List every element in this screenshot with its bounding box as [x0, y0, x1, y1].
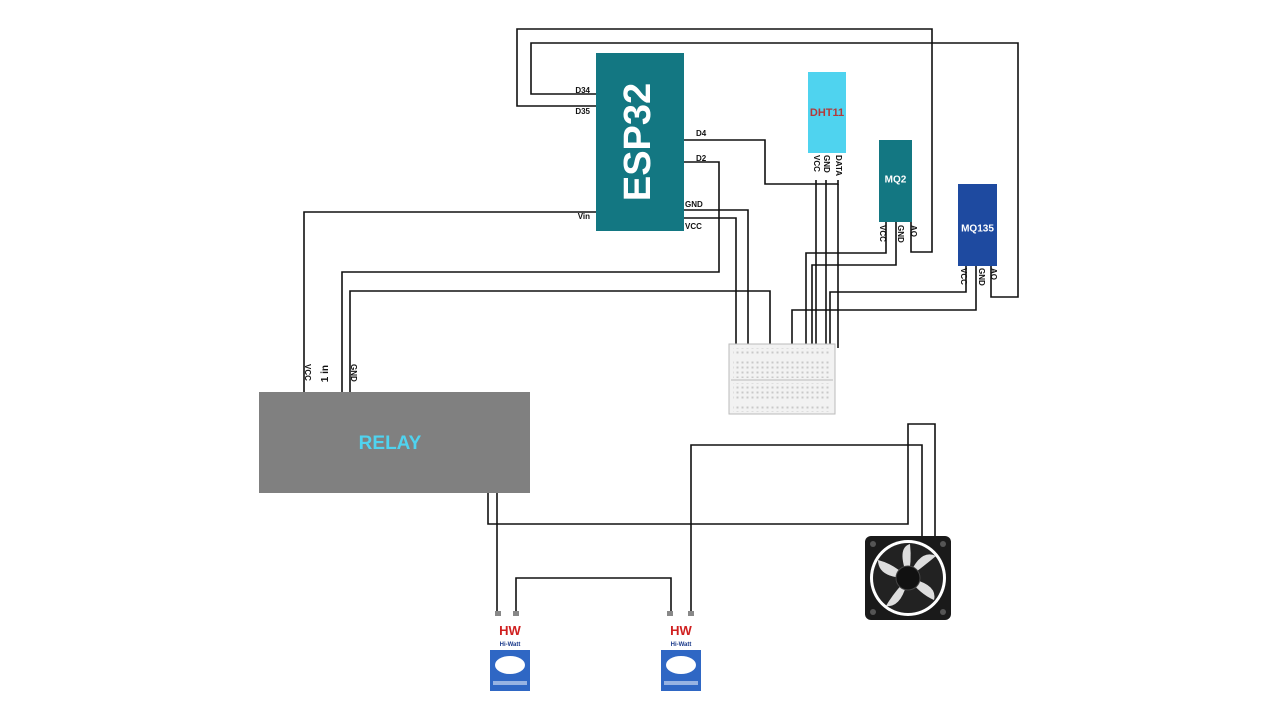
- battery-2-logo: HW: [670, 623, 692, 638]
- mq2-board: [879, 140, 912, 222]
- wire-mq2-vcc: [805, 222, 887, 348]
- relay-module: RELAY VCC 1 in GND: [259, 364, 530, 493]
- esp32-module: ESP32 D34 D35 Vin D4 D2 GND VCC: [575, 53, 707, 231]
- pin-d4-label: D4: [696, 129, 707, 138]
- dht11-pin-gnd: GND: [822, 155, 831, 173]
- battery-2: HW Hi-Watt: [661, 611, 701, 691]
- dht11-pin-vcc: VCC: [812, 155, 821, 172]
- wire-mq135-vcc: [829, 266, 967, 348]
- dht11-sensor: DHT11 VCC GND DATA: [808, 72, 846, 176]
- pin-d34-label: D34: [575, 86, 590, 95]
- mq135-pin-gnd: GND: [977, 268, 986, 286]
- dht11-pin-data: DATA: [834, 155, 843, 176]
- fan-icon: [865, 536, 951, 620]
- mq135-label: MQ135: [961, 224, 994, 235]
- pin-d35-label: D35: [575, 107, 590, 116]
- dht11-label: DHT11: [810, 107, 844, 119]
- wire-esp-gnd: [684, 209, 749, 348]
- relay-label: RELAY: [359, 433, 422, 454]
- dht11-board: [808, 72, 846, 153]
- wire-d4: [684, 139, 839, 185]
- pin-gnd-label: GND: [685, 200, 703, 209]
- mq135-pin-vcc: VCC: [959, 268, 968, 285]
- wire-battery2-fan: [690, 444, 923, 615]
- wire-d2-relay-in: [341, 161, 720, 392]
- pin-d2-label: D2: [696, 154, 707, 163]
- relay-board: [259, 392, 530, 493]
- esp32-label: ESP32: [617, 83, 659, 201]
- mq135-board: [958, 184, 997, 266]
- battery-1-brand: Hi-Watt: [500, 642, 521, 648]
- pin-vcc-label: VCC: [685, 222, 702, 231]
- mq2-pin-ao: AO: [909, 225, 918, 237]
- wire-relay-gnd: [349, 290, 771, 392]
- battery-2-brand: Hi-Watt: [671, 642, 692, 648]
- wire-d34-mq2-ao: [530, 42, 1019, 298]
- wire-d35-mq135-ao: [516, 28, 933, 253]
- relay-pin-in: 1 in: [320, 365, 331, 382]
- wire-vin-relay-vcc: [303, 211, 596, 392]
- esp32-board: [596, 53, 684, 231]
- pin-vin-label: Vin: [578, 212, 590, 221]
- battery-1-logo: HW: [499, 623, 521, 638]
- wire-mq2-gnd: [811, 222, 897, 348]
- wires: [303, 28, 1019, 615]
- wire-relay-common-fan: [487, 423, 936, 540]
- relay-pin-vcc: VCC: [303, 364, 312, 381]
- wire-mq135-gnd: [791, 266, 977, 348]
- mq2-pin-vcc: VCC: [878, 225, 887, 242]
- mq2-sensor: MQ2 VCC GND AO: [878, 140, 918, 243]
- mq2-label: MQ2: [885, 175, 907, 186]
- breadboard-icon: [728, 343, 836, 415]
- mq2-pin-gnd: GND: [896, 225, 905, 243]
- mq135-sensor: MQ135 VCC GND AO: [958, 184, 998, 286]
- wire-battery-series: [515, 577, 672, 615]
- battery-1: HW Hi-Watt: [490, 611, 530, 691]
- relay-pin-gnd: GND: [349, 364, 358, 382]
- wire-esp-vcc: [684, 217, 737, 348]
- mq135-pin-ao: AO: [989, 268, 998, 280]
